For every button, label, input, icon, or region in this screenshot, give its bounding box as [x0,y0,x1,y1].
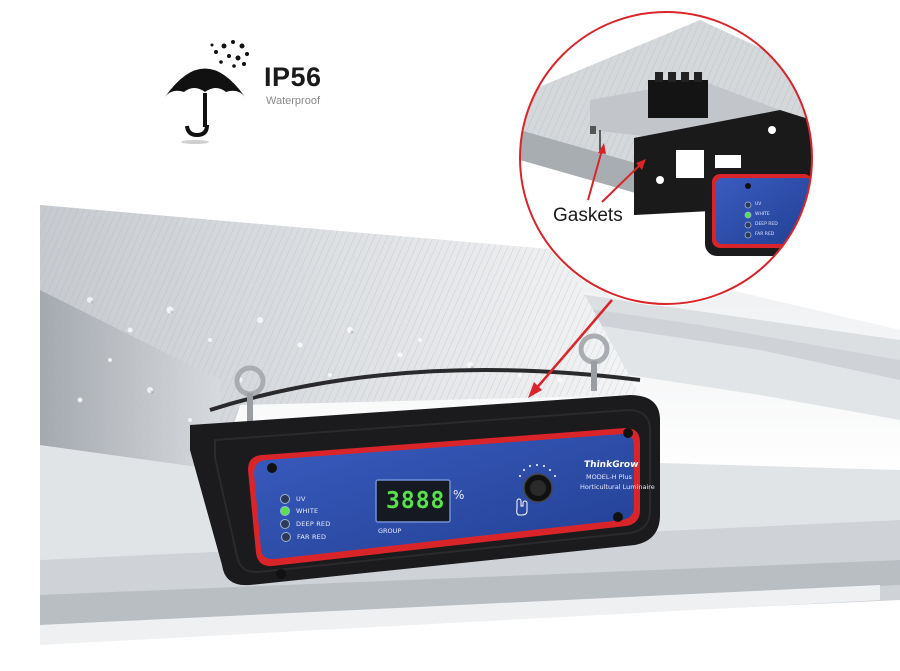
panel-model: MODEL-H Plus [586,473,632,481]
panel-display-value: 3888 [386,488,446,514]
channel-label-deep-red: DEEP RED [296,520,331,528]
control-panel [248,428,640,579]
channel-label-far-red: FAR RED [297,533,327,541]
panel-display-caption: GROUP [378,527,402,535]
eye-bolts [209,333,641,423]
umbrella-rain-icon [165,40,249,144]
magnifier-inset [518,10,814,306]
inset-channel-deep-red: DEEP RED [755,222,778,227]
panel-display-unit: % [453,488,465,502]
luminaire-bar [40,205,640,470]
ip-rating-title: IP56 [264,62,322,92]
callout-arrow [528,299,613,398]
inset-channel-far-red: FAR RED [755,232,775,237]
panel-subtitle: Horticultural Luminaire [580,483,655,491]
hand-icon [516,498,528,516]
gaskets-label: Gaskets [553,205,623,226]
channel-label-white: WHITE [296,507,319,515]
channel-label-uv: UV [296,495,306,503]
ip-rating-subtitle: Waterproof [266,95,321,107]
inset-channel-uv: UV [755,202,762,207]
dimmer-knob-icon [519,464,556,503]
panel-brand: ThinkGrow [583,460,639,470]
inset-channel-white: WHITE [755,212,770,217]
